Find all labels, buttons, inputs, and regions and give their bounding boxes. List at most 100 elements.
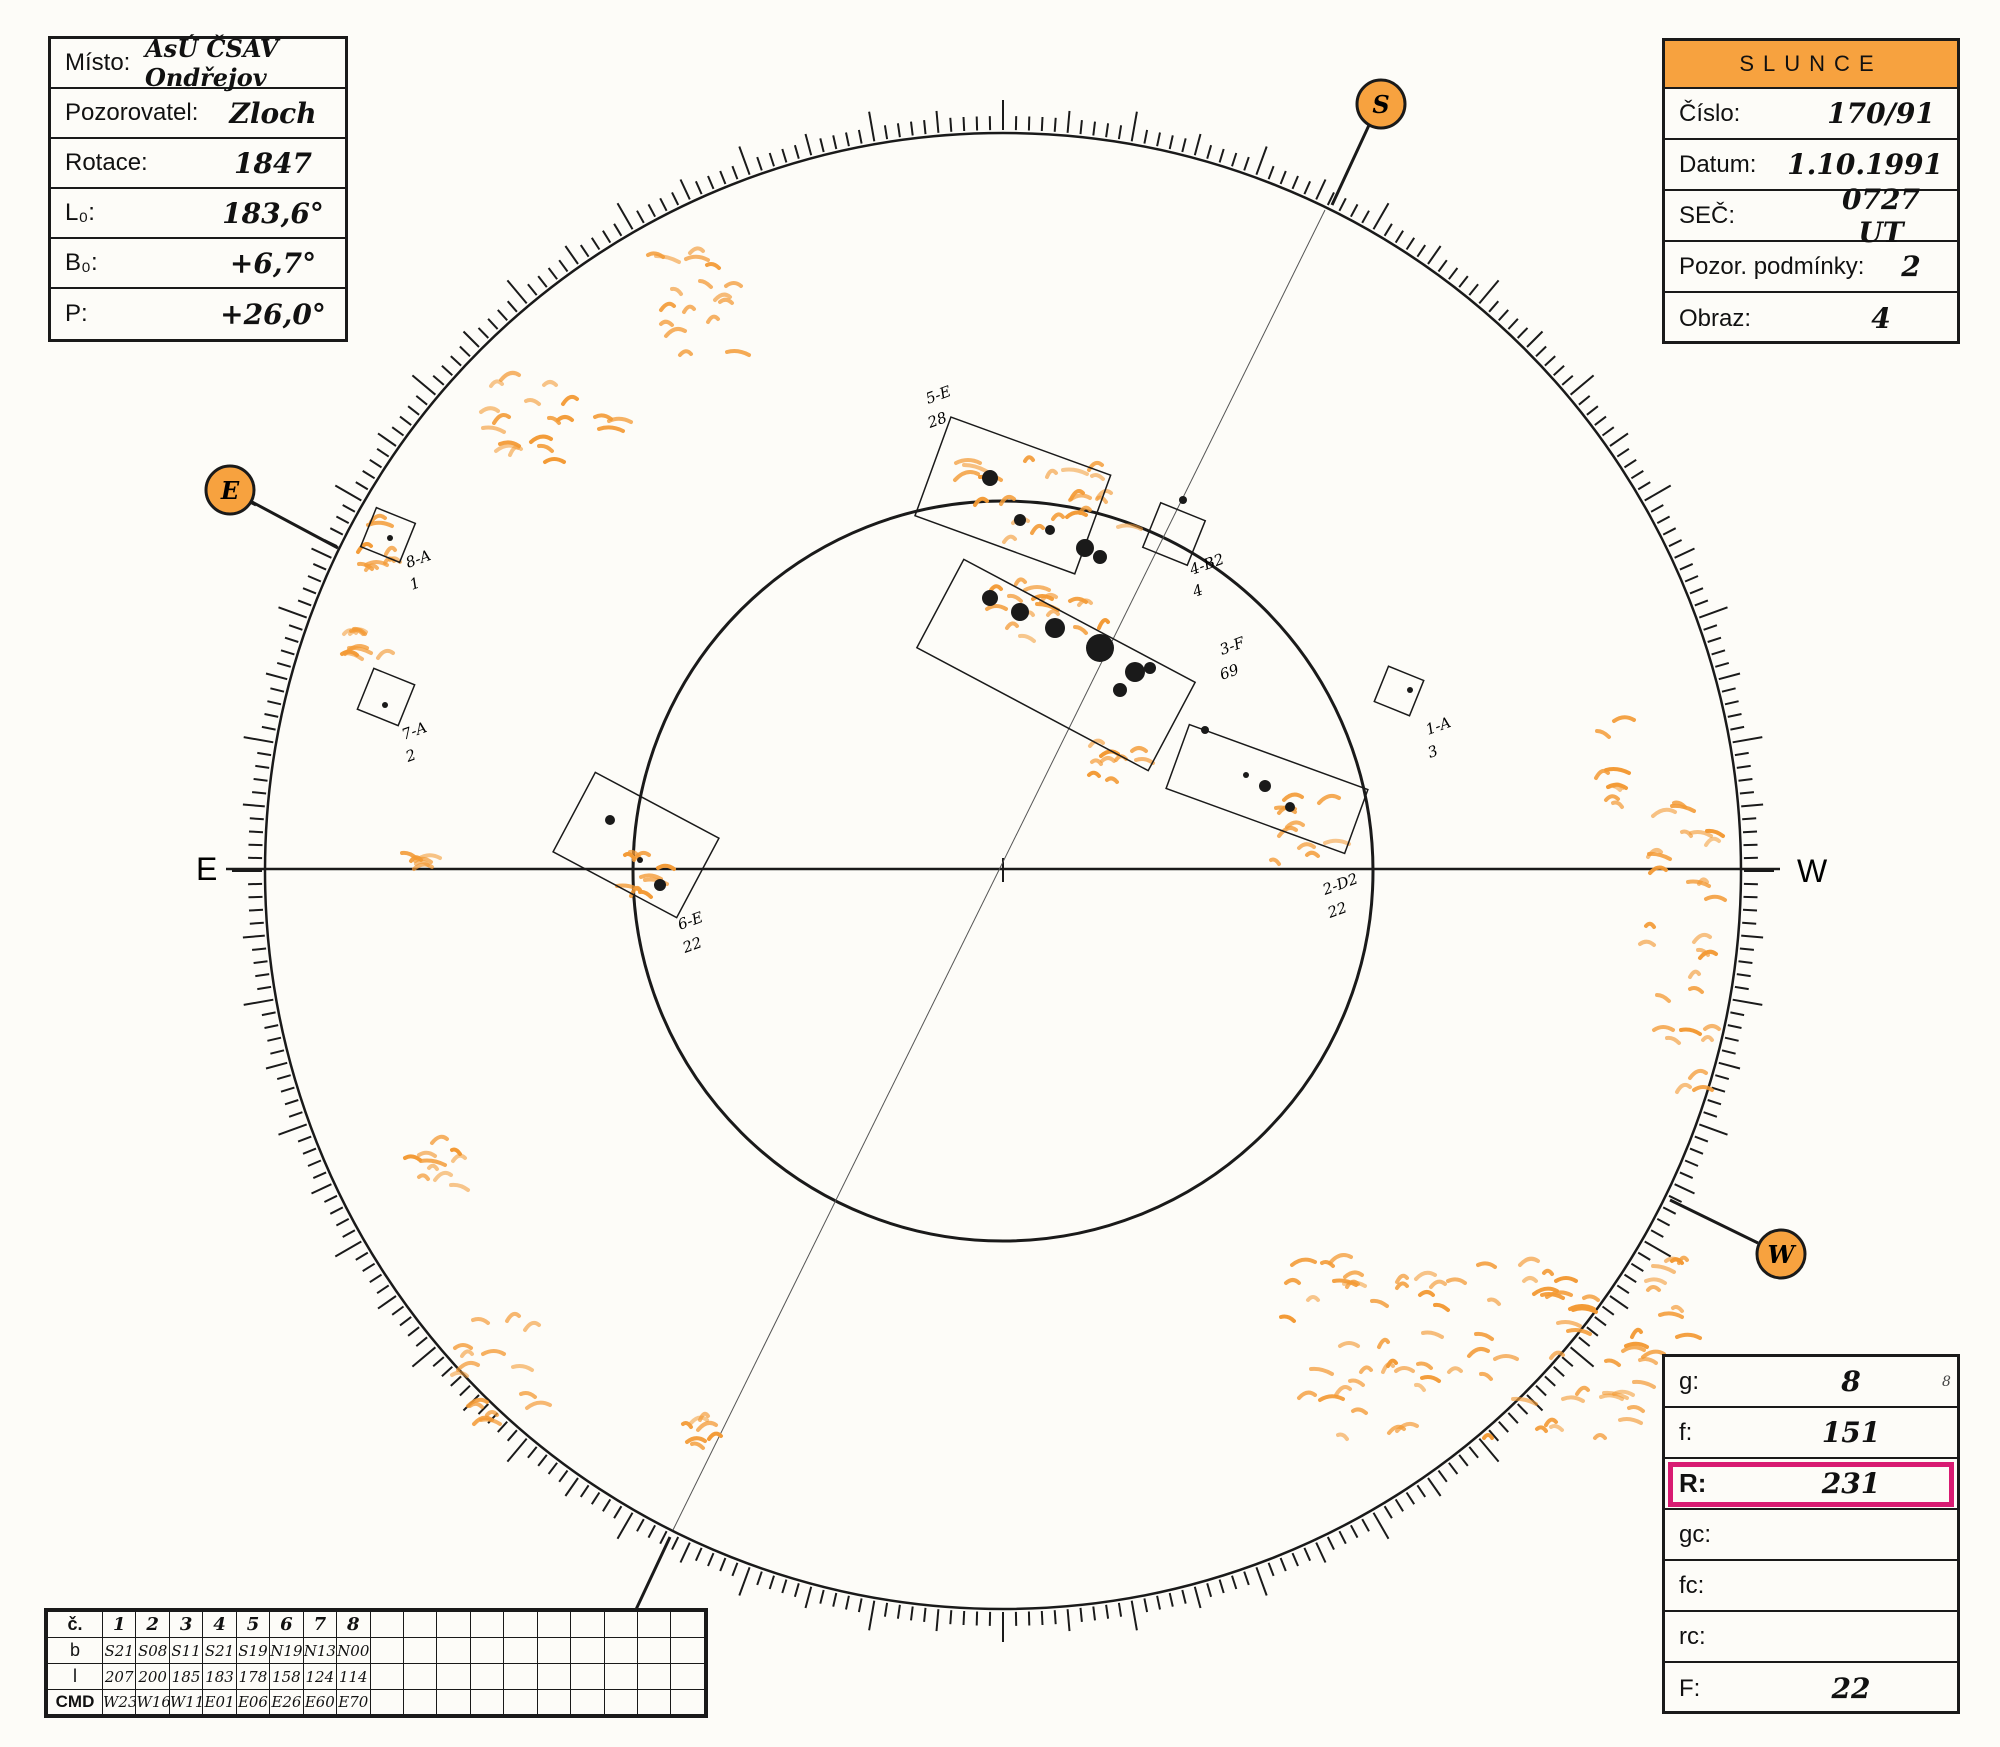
pozorovatel-value: Zloch	[229, 96, 317, 130]
facula-stroke	[639, 873, 663, 881]
degree-tick	[1156, 1595, 1161, 1610]
facula-stroke	[1065, 510, 1088, 519]
degree-tick	[613, 223, 623, 237]
table-cell: S08	[135, 1637, 170, 1665]
r-row: R: 231	[1665, 1459, 1957, 1510]
degree-tick	[1338, 197, 1347, 212]
table-cell	[603, 1689, 639, 1715]
table-cell	[369, 1610, 404, 1639]
table-cell	[503, 1610, 538, 1639]
degree-tick	[1448, 267, 1459, 280]
facula-stroke	[1395, 1421, 1419, 1433]
facula-stroke	[1414, 1382, 1426, 1392]
degree-tick	[1437, 259, 1448, 273]
facula-stroke	[681, 1421, 693, 1429]
facula-stroke	[1595, 729, 1611, 739]
sunspot-group-4: 4-B2 4	[1141, 501, 1226, 601]
row-label-latitude: b	[47, 1637, 103, 1665]
degree-tick	[883, 1602, 889, 1617]
facula-stroke	[1323, 838, 1351, 846]
degree-tick	[1105, 1604, 1110, 1619]
group-2-label: 2-D2	[1319, 869, 1360, 899]
degree-tick	[1569, 1346, 1595, 1368]
facula-stroke	[1130, 746, 1148, 753]
facula-stroke	[430, 1134, 449, 1145]
degree-tick	[731, 1562, 739, 1577]
facula-stroke	[1290, 1257, 1317, 1267]
facula-stroke	[1549, 1424, 1564, 1432]
degree-tick	[1623, 1273, 1637, 1284]
facula-stroke	[466, 1397, 489, 1408]
facula-stroke	[1023, 585, 1051, 592]
degree-tick	[261, 725, 276, 731]
degree-tick	[1544, 1375, 1556, 1387]
degree-tick	[1715, 661, 1730, 668]
facula-stroke	[1638, 939, 1656, 947]
degree-tick	[1703, 1111, 1718, 1118]
table-cell	[402, 1663, 438, 1691]
degree-tick	[564, 1477, 579, 1497]
degree-tick	[896, 1604, 901, 1619]
degree-tick	[280, 649, 295, 656]
degree-tick	[1637, 1251, 1651, 1261]
degree-tick	[1405, 237, 1416, 251]
group-6-count: 22	[679, 933, 704, 957]
sunspot	[982, 470, 998, 486]
degree-tick	[248, 830, 264, 834]
sunspot	[1259, 780, 1271, 792]
degree-tick	[280, 1086, 295, 1093]
degree-tick	[1730, 725, 1745, 731]
degree-tick	[1656, 1218, 1671, 1227]
facula-stroke	[1647, 851, 1672, 861]
facula-stroke	[485, 1410, 499, 1417]
table-cell: E01	[202, 1689, 237, 1715]
degree-tick	[804, 1586, 813, 1609]
degree-tick	[804, 133, 813, 156]
table-cell	[636, 1689, 672, 1715]
degree-tick	[284, 1099, 299, 1106]
degree-tick	[462, 330, 480, 348]
facula-stroke	[1705, 828, 1725, 838]
table-cell: E60	[302, 1689, 338, 1715]
datum-label: Datum:	[1679, 150, 1757, 178]
facula-stroke	[1338, 1341, 1360, 1348]
degree-tick	[1394, 230, 1404, 244]
degree-tick	[255, 973, 270, 978]
degree-tick	[1674, 547, 1695, 559]
facula-stroke	[352, 626, 367, 636]
table-cell	[636, 1663, 672, 1691]
degree-tick	[845, 1595, 850, 1610]
degree-tick	[1361, 1518, 1370, 1532]
table-cell	[536, 1663, 572, 1691]
table-cell	[603, 1663, 639, 1691]
degree-tick	[411, 374, 437, 396]
degree-tick	[1427, 245, 1442, 265]
facula-stroke	[1493, 1354, 1519, 1361]
facula-stroke	[638, 889, 653, 899]
degree-tick	[857, 129, 863, 144]
facula-stroke	[1105, 776, 1119, 784]
degree-tick	[1488, 1429, 1500, 1442]
marker-w-text: W	[1768, 1240, 1797, 1269]
degree-tick	[369, 1273, 383, 1284]
facula-stroke	[1395, 1281, 1409, 1290]
degree-tick	[1594, 415, 1607, 426]
degree-tick	[284, 636, 299, 643]
degree-tick	[731, 165, 739, 180]
table-cell: W23	[101, 1689, 137, 1715]
facula-stroke	[1306, 1295, 1320, 1302]
table-cell	[570, 1610, 605, 1639]
degree-tick	[1684, 1159, 1699, 1167]
facula-stroke	[659, 319, 674, 327]
fc-label: fc:	[1679, 1571, 1705, 1599]
degree-tick	[1478, 279, 1500, 305]
facula-stroke	[1671, 1305, 1684, 1313]
facula-stroke	[1618, 1417, 1643, 1425]
degree-tick	[793, 1583, 800, 1598]
degree-tick	[868, 1600, 876, 1631]
degree-tick	[249, 921, 264, 925]
degree-tick	[1707, 636, 1722, 643]
slunce-title: SLUNCE	[1665, 41, 1957, 89]
facula-stroke	[1680, 829, 1693, 838]
degree-tick	[679, 179, 691, 200]
